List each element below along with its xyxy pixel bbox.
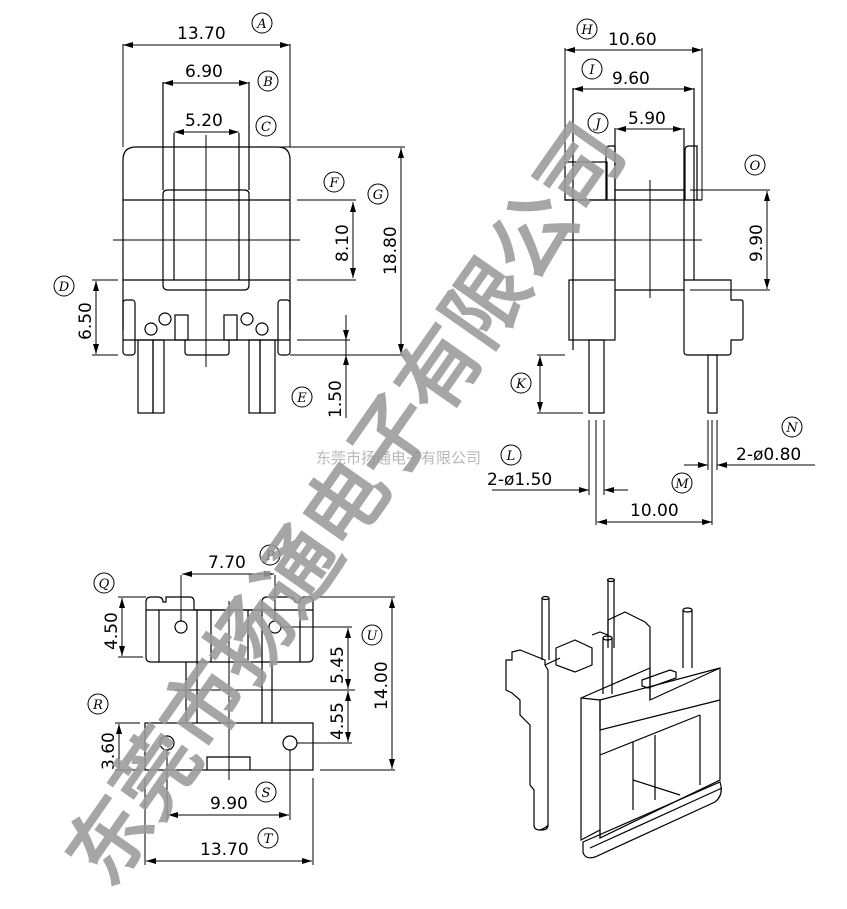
svg-text:L: L xyxy=(506,449,516,464)
svg-text:D: D xyxy=(58,280,70,295)
dim-E-value: 1.50 xyxy=(326,380,346,418)
svg-text:T: T xyxy=(264,832,274,847)
svg-text:H: H xyxy=(580,23,593,38)
svg-text:N: N xyxy=(785,421,798,436)
dim-G-value: 18.80 xyxy=(381,226,401,275)
svg-text:E: E xyxy=(296,391,307,406)
bottom-view: 7.70 4.50 5.45 4.55 14.00 3.60 9.90 13.7… xyxy=(87,544,395,865)
label-D: D xyxy=(53,275,75,297)
dim-B-value: 6.90 xyxy=(185,62,223,82)
label-E: E xyxy=(291,386,313,408)
svg-text:G: G xyxy=(373,188,383,203)
dim-Q-value: 4.50 xyxy=(102,612,122,650)
dim-S-value: 9.90 xyxy=(210,794,248,814)
dim-D-value: 6.50 xyxy=(76,302,96,340)
dim-total-value: 14.00 xyxy=(372,661,392,710)
svg-text:A: A xyxy=(256,17,266,32)
svg-text:R: R xyxy=(92,698,103,713)
svg-text:O: O xyxy=(750,159,761,174)
dim-N-value: 2-ø0.80 xyxy=(736,445,801,465)
label-M: M xyxy=(671,472,693,494)
label-N: N xyxy=(781,416,803,438)
label-R: R xyxy=(87,693,109,715)
label-T: T xyxy=(257,827,279,849)
dim-F-value: 8.10 xyxy=(333,224,353,262)
svg-text:J: J xyxy=(592,117,601,132)
dim-U-value: 5.45 xyxy=(328,646,348,684)
label-O: O xyxy=(744,154,766,176)
front-view: 13.70 6.90 5.20 6.50 1.50 8.10 18.80 A B… xyxy=(53,12,405,418)
label-C: C xyxy=(255,115,277,137)
dim-A-value: 13.70 xyxy=(177,24,226,44)
svg-text:M: M xyxy=(674,477,689,492)
label-K: K xyxy=(510,372,532,394)
side-view: 10.60 9.60 5.90 9.90 2-ø1.50 10.00 2-ø0.… xyxy=(487,18,815,525)
svg-text:F: F xyxy=(328,176,339,191)
dim-J-value: 5.90 xyxy=(628,109,666,129)
svg-text:C: C xyxy=(261,120,271,135)
dim-P-value: 7.70 xyxy=(208,553,246,573)
label-B: B xyxy=(257,70,279,92)
svg-text:I: I xyxy=(588,63,595,78)
svg-text:P: P xyxy=(265,549,275,564)
svg-text:Q: Q xyxy=(99,577,110,592)
dim-M-value: 10.00 xyxy=(630,501,679,521)
dim-R-value: 3.60 xyxy=(99,732,119,770)
svg-text:B: B xyxy=(262,75,273,90)
svg-text:U: U xyxy=(367,629,379,644)
label-A: A xyxy=(251,12,273,34)
label-I: I xyxy=(581,58,603,80)
label-F: F xyxy=(323,171,345,193)
svg-text:K: K xyxy=(515,377,527,392)
label-S: S xyxy=(255,781,277,803)
dim-C-value: 5.20 xyxy=(185,111,223,131)
svg-text:S: S xyxy=(262,786,271,801)
dim-T-value: 13.70 xyxy=(200,840,249,860)
isometric-view xyxy=(505,577,723,859)
label-P: P xyxy=(259,544,281,566)
label-Q: Q xyxy=(93,572,115,594)
dim-O-value: 9.90 xyxy=(747,224,767,262)
label-H: H xyxy=(576,18,598,40)
dim-L-value: 2-ø1.50 xyxy=(487,470,552,490)
dim-H-value: 10.60 xyxy=(608,30,657,50)
label-J: J xyxy=(587,112,609,134)
watermark-small-text: 东莞市扬通电子有限公司 xyxy=(316,449,481,467)
label-G: G xyxy=(367,183,389,205)
dim-U2-value: 4.55 xyxy=(328,702,348,740)
label-U: U xyxy=(361,624,383,646)
dim-I-value: 9.60 xyxy=(612,69,650,89)
label-L: L xyxy=(500,444,522,466)
